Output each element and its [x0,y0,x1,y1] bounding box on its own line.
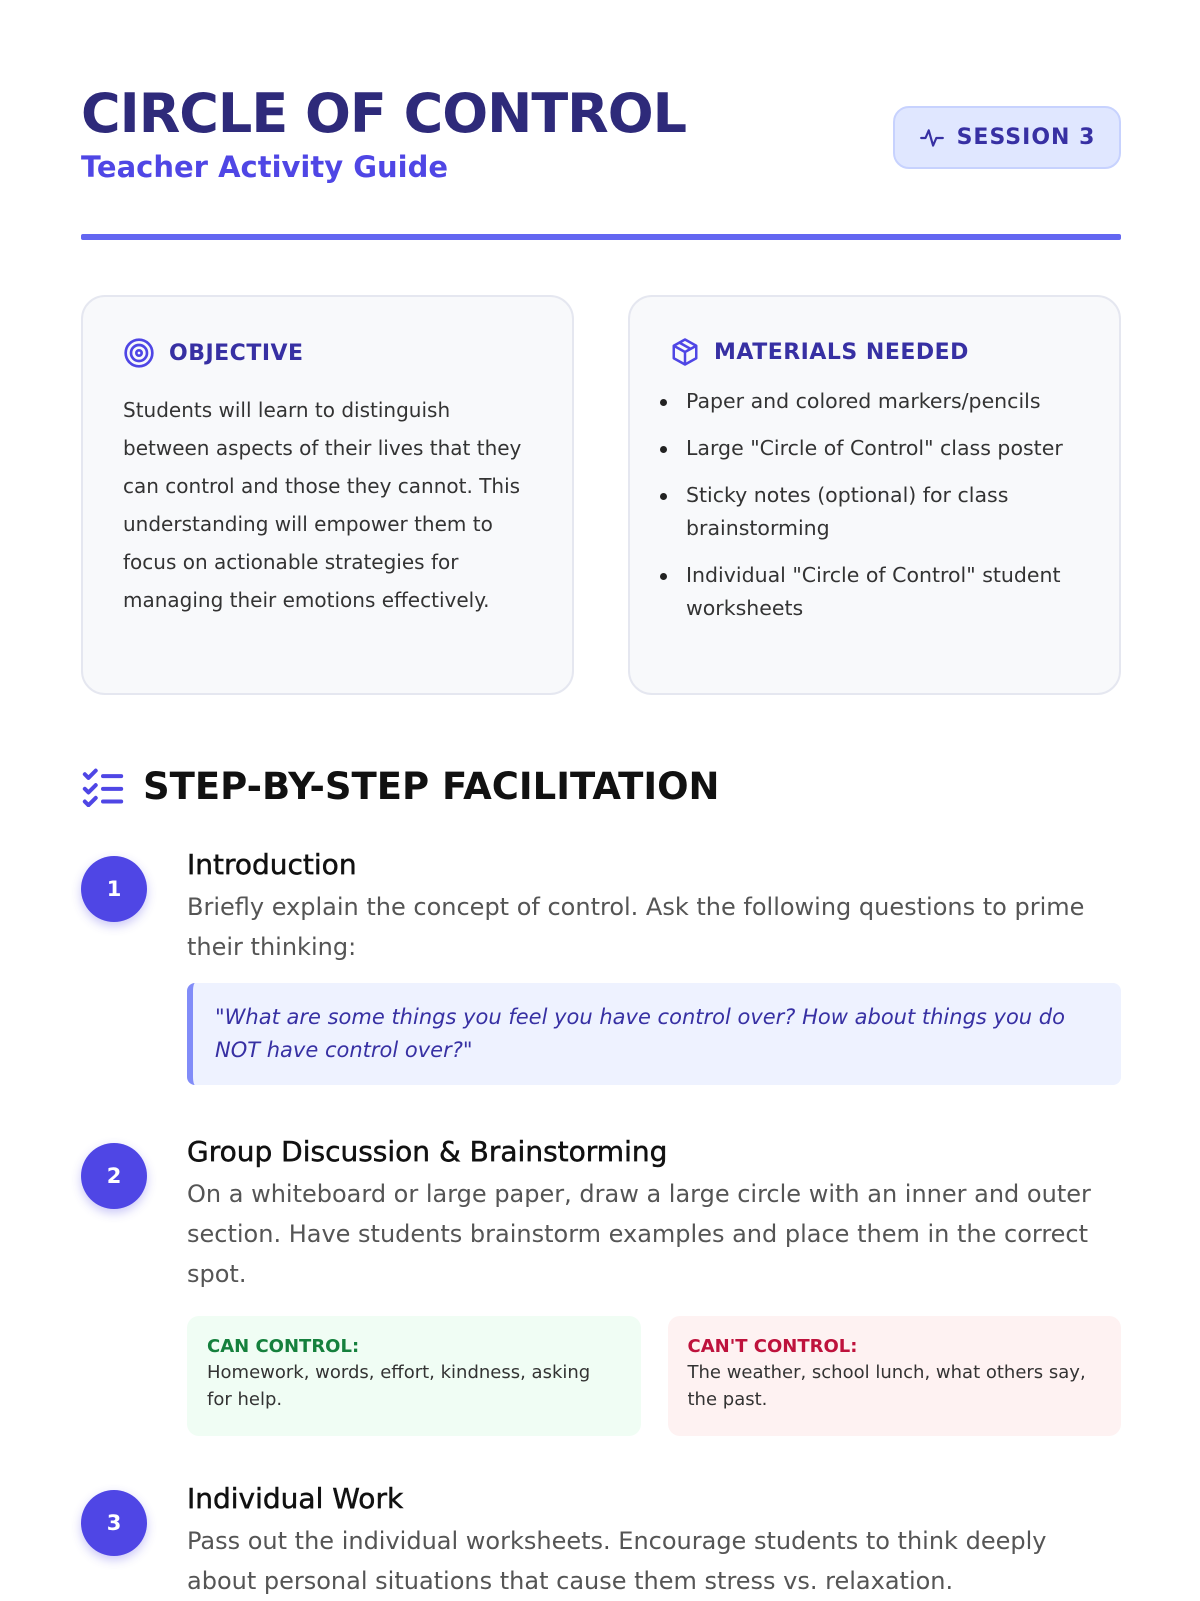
section-title: STEP-BY-STEP FACILITATION [143,765,720,808]
can-control-text: Homework, words, effort, kindness, askin… [207,1362,591,1410]
can-control-label: CAN CONTROL: [207,1336,360,1357]
objective-text: Students will learn to distinguish betwe… [123,398,522,612]
list-item: Sticky notes (optional) for class brains… [658,479,1079,545]
target-icon [124,338,154,368]
step-number: 2 [81,1143,147,1209]
box-icon [672,338,698,366]
session-badge: SESSION 3 [893,106,1121,169]
step-title: Individual Work [187,1482,404,1516]
cant-control-label: CAN'T CONTROL: [687,1336,858,1357]
step-title: Group Discussion & Brainstorming [187,1135,668,1169]
list-item: Individual "Circle of Control" student w… [658,559,1079,625]
header-divider [81,234,1121,240]
materials-card: MATERIALS NEEDED Paper and colored marke… [628,295,1121,695]
list-item: Large "Circle of Control" class poster [658,432,1079,465]
page-subtitle: Teacher Activity Guide [81,150,449,184]
step-text: On a whiteboard or large paper, draw a l… [187,1180,1091,1288]
step-number: 1 [81,856,147,922]
activity-icon [919,128,944,147]
prompt-quote: "What are some things you feel you have … [187,983,1121,1085]
checklist-icon [82,768,124,807]
facilitation-heading: STEP-BY-STEP FACILITATION [81,765,720,808]
cant-control-text: The weather, school lunch, what others s… [687,1362,1086,1410]
step-text: Pass out the individual worksheets. Enco… [187,1527,1047,1595]
materials-heading: MATERIALS NEEDED [714,339,969,365]
can-control-box: CAN CONTROL: Homework, words, effort, kin… [187,1316,641,1436]
step-text: Briefly explain the concept of control. … [187,893,1085,961]
objective-card: OBJECTIVE Students will learn to disting… [81,295,574,695]
objective-heading: OBJECTIVE [169,340,304,366]
session-label: SESSION 3 [956,125,1096,150]
cant-control-box: CAN'T CONTROL: The weather, school lunch,… [667,1316,1121,1436]
page-title: CIRCLE OF CONTROL [81,82,687,145]
step-title: Introduction [187,848,357,882]
step-number: 3 [81,1490,147,1556]
list-item: Paper and colored markers/pencils [658,385,1079,418]
materials-list: Paper and colored markers/pencils Large … [658,385,1079,625]
